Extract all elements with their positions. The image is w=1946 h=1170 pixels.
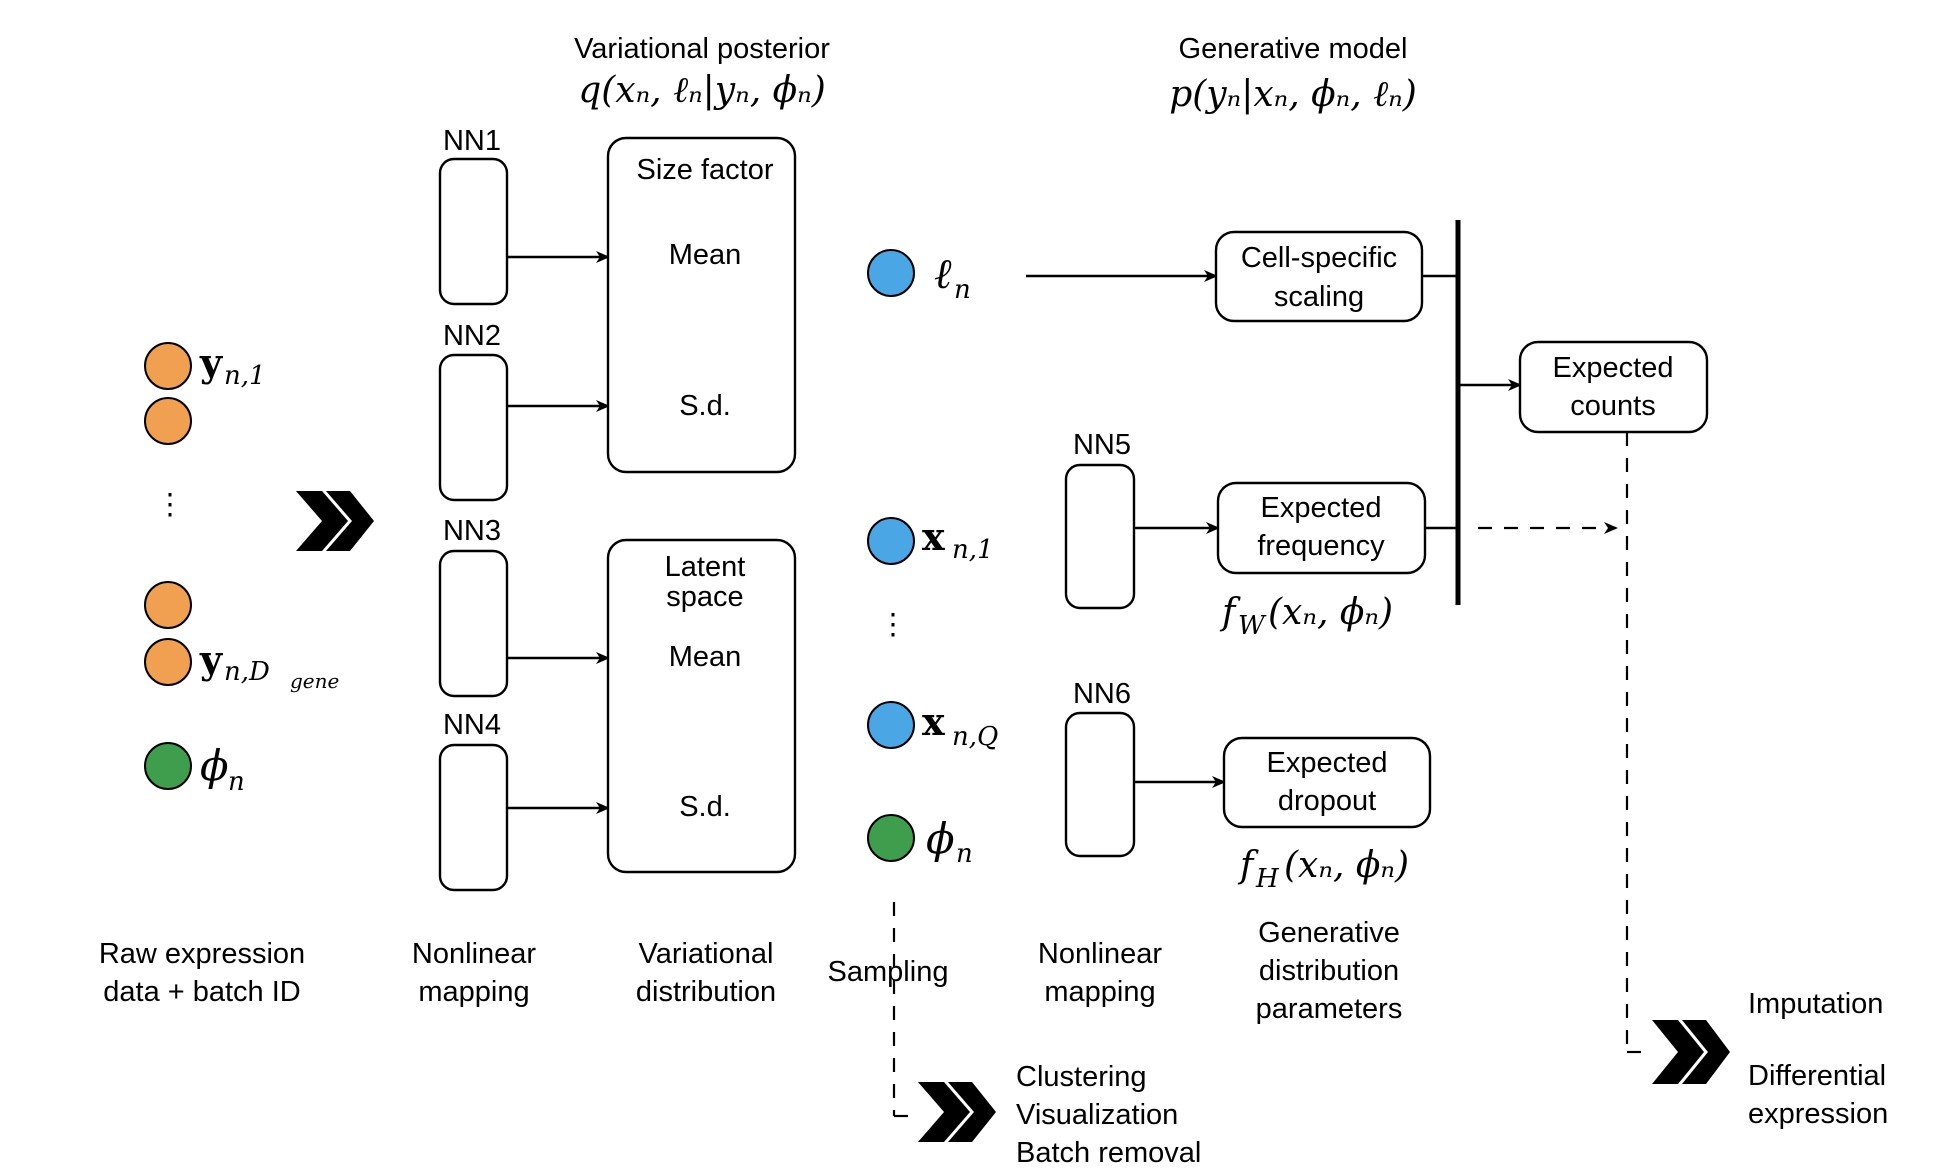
- phi-sample-label: ϕ: [926, 814, 955, 863]
- nn2-block: [438, 353, 509, 502]
- yD-subsubscript: gene: [290, 669, 339, 693]
- size-factor-box: Size factor Mean S.d.: [606, 136, 797, 474]
- fw-args: (xₙ, ϕₙ): [1268, 592, 1393, 633]
- generative-params-line3: parameters: [1256, 993, 1403, 1025]
- latent-space-box: Latent space Mean S.d.: [606, 538, 797, 874]
- fh-subscript: H: [1255, 864, 1280, 894]
- variational-line2: distribution: [636, 976, 776, 1008]
- use-expression: expression: [1748, 1098, 1888, 1130]
- use-visualization: Visualization: [1016, 1099, 1178, 1131]
- latent-title-line1: Latent: [665, 551, 746, 583]
- generative-title: Generative model: [1179, 33, 1408, 65]
- y1-label: y: [199, 340, 223, 385]
- dropout-line1: Expected: [1267, 747, 1388, 779]
- use-clustering: Clustering: [1016, 1061, 1147, 1093]
- nn5-block: [1064, 463, 1136, 610]
- input-ellipsis: ⋮: [156, 489, 185, 521]
- phi-input-subscript: n: [228, 767, 245, 797]
- double-chevron-right-icon: [1652, 1020, 1730, 1084]
- nn4-block: [438, 743, 509, 892]
- nn1-block: [438, 157, 509, 306]
- nn1-label: NN1: [443, 125, 501, 157]
- l-subscript: n: [954, 275, 971, 305]
- counts-line1: Expected: [1553, 352, 1674, 384]
- nn3-block: [438, 549, 509, 698]
- double-chevron-right-icon: [918, 1082, 996, 1142]
- nn6-block: [1064, 711, 1136, 858]
- size-factor-title: Size factor: [637, 154, 774, 186]
- y1-subscript: n,1: [224, 361, 266, 391]
- x1-node: [867, 517, 915, 565]
- frequency-line1: Expected: [1261, 492, 1382, 524]
- nonlinear2-line2: mapping: [1044, 976, 1155, 1008]
- frequency-line2: frequency: [1257, 530, 1385, 562]
- nn5-label: NN5: [1073, 429, 1131, 461]
- generative-formula: p(yₙ|xₙ, ϕₙ, ℓₙ): [1169, 74, 1417, 115]
- latent-mean: Mean: [669, 641, 742, 673]
- yD-node: [144, 638, 192, 686]
- sample-ellipsis: ⋮: [879, 609, 908, 641]
- posterior-formula: q(xₙ, ℓₙ|yₙ, ϕₙ): [578, 70, 826, 111]
- phi-input-node: [144, 742, 192, 790]
- fh-args: (xₙ, ϕₙ): [1284, 845, 1409, 886]
- input-nodes: y n,1 ⋮ y n,D gene ϕ n: [144, 340, 339, 797]
- expected-dropout-box: Expected dropout: [1222, 736, 1432, 829]
- l-node: [867, 249, 915, 297]
- nonlinear1-line2: mapping: [418, 976, 529, 1008]
- raw-label-line2: data + batch ID: [103, 976, 301, 1008]
- posterior-title: Variational posterior: [574, 33, 830, 65]
- sampling-label: Sampling: [828, 956, 949, 988]
- xQ-subscript: n,Q: [952, 722, 998, 752]
- sampled-nodes: ℓ n x n,1 ⋮ x n,Q ϕ n: [867, 249, 998, 869]
- x1-label: x: [922, 514, 945, 559]
- fw-subscript: W: [1238, 611, 1267, 641]
- phi-sample-subscript: n: [956, 839, 973, 869]
- xQ-node: [867, 701, 915, 749]
- nn3-label: NN3: [443, 515, 501, 547]
- latent-sd: S.d.: [679, 791, 731, 823]
- use-batch-removal: Batch removal: [1016, 1137, 1201, 1169]
- expected-frequency-box: Expected frequency: [1216, 481, 1427, 575]
- double-chevron-right-icon: [296, 491, 374, 551]
- encoder-networks: NN1 NN2 NN3 NN4: [438, 125, 509, 892]
- scaling-line2: scaling: [1274, 281, 1364, 313]
- yD-minus-node: [144, 581, 192, 629]
- cell-specific-scaling-box: Cell-specific scaling: [1214, 230, 1424, 323]
- l-label: ℓ: [934, 249, 952, 298]
- expected-counts-box: Expected counts: [1518, 340, 1709, 434]
- phi-input-label: ϕ: [200, 741, 229, 790]
- nonlinear1-line1: Nonlinear: [412, 938, 536, 970]
- nn6-label: NN6: [1073, 678, 1131, 710]
- nn4-label: NN4: [443, 709, 501, 741]
- dropout-line2: dropout: [1278, 785, 1376, 817]
- latent-title-line2: space: [666, 581, 743, 613]
- variational-line1: Variational: [639, 938, 774, 970]
- counts-line2: counts: [1570, 390, 1655, 422]
- use-imputation: Imputation: [1748, 988, 1883, 1020]
- use-differential: Differential: [1748, 1060, 1886, 1092]
- nn2-label: NN2: [443, 320, 501, 352]
- size-factor-mean: Mean: [669, 239, 742, 271]
- size-factor-sd: S.d.: [679, 390, 731, 422]
- raw-label-line1: Raw expression: [99, 938, 305, 970]
- yD-subscript: n,D: [224, 657, 270, 687]
- y1-node: [144, 342, 192, 390]
- yD-label: y: [199, 637, 223, 682]
- y2-node: [144, 397, 192, 445]
- x1-subscript: n,1: [952, 535, 994, 565]
- xQ-label: x: [922, 699, 945, 744]
- scaling-line1: Cell-specific: [1241, 242, 1397, 274]
- generative-params-line2: distribution: [1259, 955, 1399, 987]
- generative-params-line1: Generative: [1258, 917, 1400, 949]
- nonlinear2-line1: Nonlinear: [1038, 938, 1162, 970]
- phi-sample-node: [867, 814, 915, 862]
